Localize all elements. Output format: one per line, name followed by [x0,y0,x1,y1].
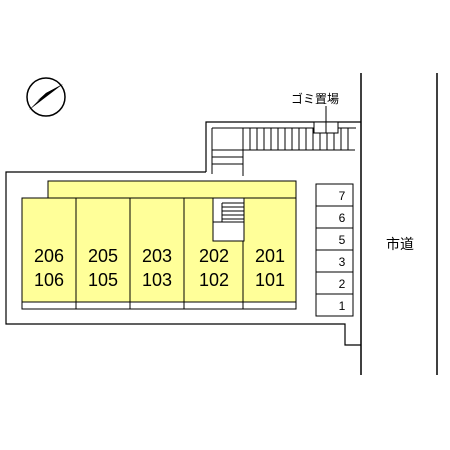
balcony-strip [21,301,297,310]
parking-number: 1 [339,299,346,313]
unit-203-103 [129,197,185,303]
road-label: 市道 [386,236,414,253]
unit-lower-label: 102 [199,270,229,290]
unit-upper-label: 206 [34,246,64,266]
unit-upper-label: 205 [88,246,118,266]
parking-number: 2 [339,277,346,291]
unit-lower-label: 106 [34,270,64,290]
unit-lower-label: 103 [142,270,172,290]
garbage-label: ゴミ置場 [291,91,339,106]
upper-walkway [205,122,356,176]
unit-lower-label: 101 [255,270,285,290]
unit-lower-label: 105 [88,270,118,290]
unit-201-101 [242,197,297,303]
parking-space [315,183,354,207]
internal-stairwell [212,197,245,242]
walkway-steps [212,128,349,165]
parking-number: 6 [339,211,346,225]
unit-206-106 [21,197,77,303]
north-arrow-icon [26,77,66,117]
parking-space [315,271,354,295]
unit-upper-label: 201 [255,246,285,266]
parking-space [315,227,354,251]
parking-number: 5 [339,233,346,247]
parking-number: 3 [339,255,346,269]
building-corridor [47,180,297,199]
parking-number: 7 [339,189,346,203]
unit-upper-label: 202 [199,246,229,266]
parking-space [315,293,354,317]
parking-space [315,249,354,273]
unit-upper-label: 203 [142,246,172,266]
parking-space [315,205,354,229]
parking-area: 7 6 5 3 2 1 [315,183,354,317]
unit-205-105 [75,197,131,303]
